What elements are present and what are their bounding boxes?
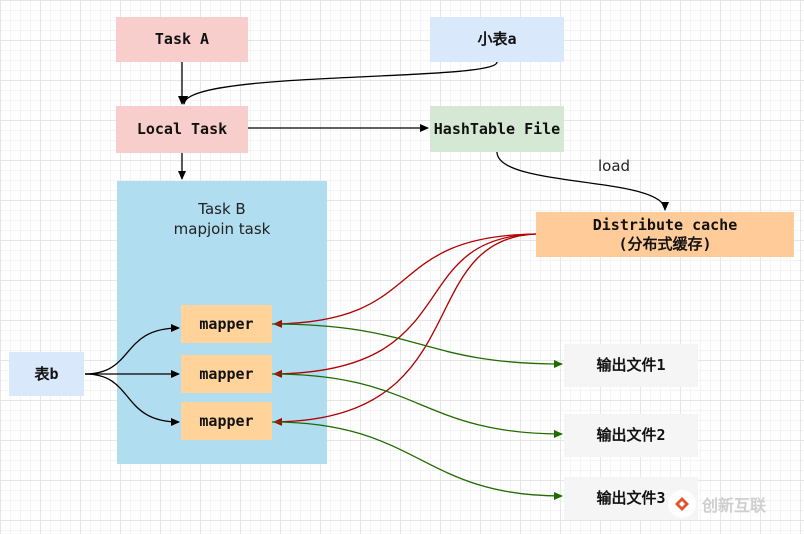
edge-mapper1-output1 xyxy=(271,323,563,368)
mapper-label-1: mapper xyxy=(199,314,254,333)
task-b-subtitle: mapjoin task xyxy=(173,220,271,238)
small-table-node: 小表a xyxy=(430,17,564,62)
task-a-label: Task A xyxy=(154,30,210,49)
task-a-node: Task A xyxy=(116,17,248,62)
edge-smalltable-localtask xyxy=(180,61,498,105)
edge-cache-mapper2 xyxy=(273,233,537,378)
load-label: load xyxy=(598,157,631,175)
edge-mapper2-output2 xyxy=(271,373,563,438)
edge-tableb-mapper1 xyxy=(84,324,180,375)
mapper-node-1: mapper xyxy=(181,305,272,343)
output-file-1-label: 输出文件1 xyxy=(596,356,666,375)
distribute-cache-label: Distribute cache xyxy=(592,215,738,234)
distribute-cache-sublabel: (分布式缓存) xyxy=(618,234,712,253)
edge-mapper3-output3 xyxy=(271,421,563,500)
edge-tableb-mapper3 xyxy=(84,373,180,426)
watermark: 创新互联 xyxy=(668,486,802,522)
hashtable-file-node: HashTable File xyxy=(430,106,564,152)
edge-cache-mapper3 xyxy=(273,233,537,426)
output-file-1-node: 输出文件1 xyxy=(564,344,698,387)
watermark-logo-icon xyxy=(668,490,696,518)
small-table-label: 小表a xyxy=(477,30,517,49)
output-file-2-label: 输出文件2 xyxy=(596,426,666,445)
mapper-label-3: mapper xyxy=(199,411,254,430)
local-task-node: Local Task xyxy=(116,106,248,153)
output-file-2-node: 输出文件2 xyxy=(564,414,698,457)
table-b-label: 表b xyxy=(34,364,59,383)
task-b-label: Task B mapjoin task xyxy=(117,199,327,239)
edge-hashtable-cache xyxy=(496,151,669,211)
distribute-cache-node: Distribute cache (分布式缓存) xyxy=(536,212,794,257)
mapper-node-3: mapper xyxy=(181,402,272,440)
table-b-node: 表b xyxy=(9,352,84,396)
local-task-label: Local Task xyxy=(136,120,228,139)
mapper-node-2: mapper xyxy=(181,355,272,393)
hashtable-file-label: HashTable File xyxy=(433,119,561,138)
watermark-text: 创新互联 xyxy=(702,496,767,515)
edge-cache-mapper1 xyxy=(273,233,537,328)
output-file-3-label: 输出文件3 xyxy=(596,489,666,508)
mapper-label-2: mapper xyxy=(199,364,254,383)
task-b-title: Task B xyxy=(198,200,246,218)
